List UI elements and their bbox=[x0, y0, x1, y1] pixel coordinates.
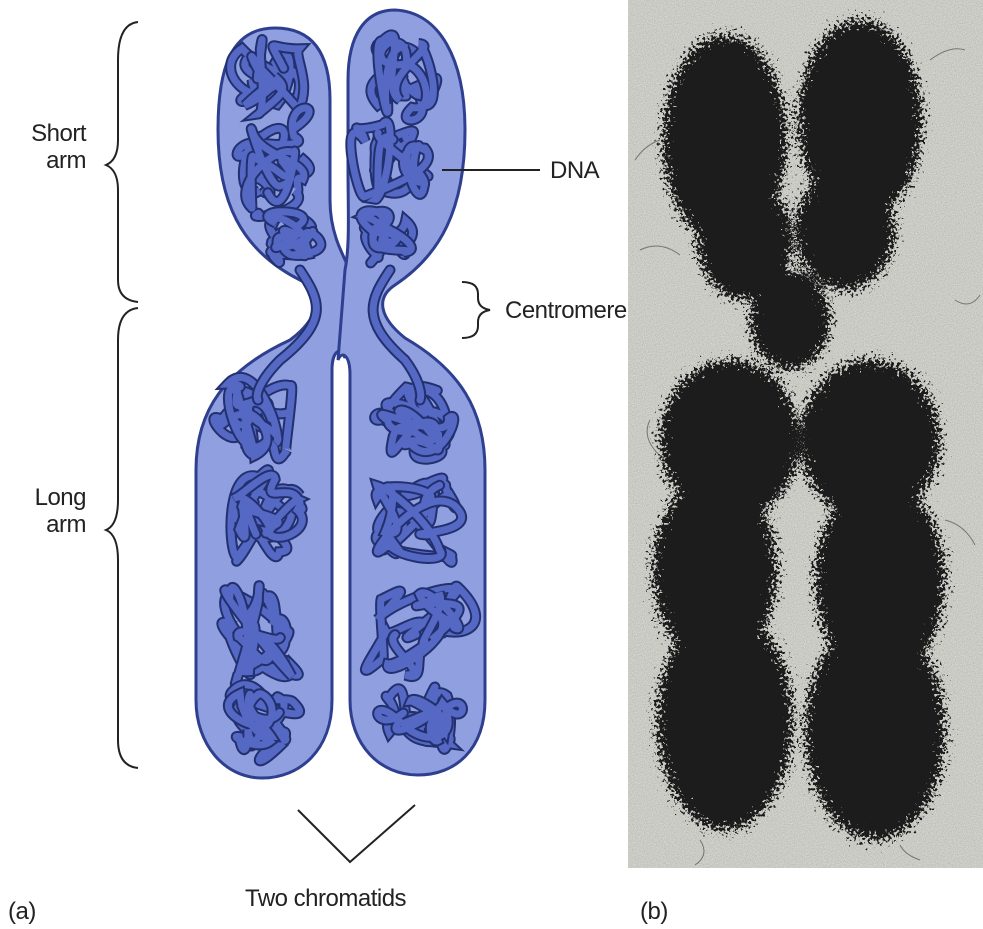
chromosome-illustration bbox=[196, 10, 485, 778]
centromere-label: Centromere bbox=[505, 297, 627, 324]
short-arm-brace bbox=[106, 22, 138, 302]
long-arm-brace bbox=[106, 308, 138, 768]
panel-a-label: (a) bbox=[8, 898, 36, 925]
panel-b-label: (b) bbox=[640, 898, 668, 925]
long-arm-label: Long arm bbox=[8, 484, 86, 538]
micrograph-panel bbox=[628, 0, 983, 868]
dna-label: DNA bbox=[550, 157, 599, 184]
two-chromatids-pointer bbox=[298, 805, 415, 862]
centromere-brace bbox=[462, 282, 490, 338]
short-arm-label: Short arm bbox=[8, 120, 86, 174]
two-chromatids-label: Two chromatids bbox=[245, 885, 406, 912]
